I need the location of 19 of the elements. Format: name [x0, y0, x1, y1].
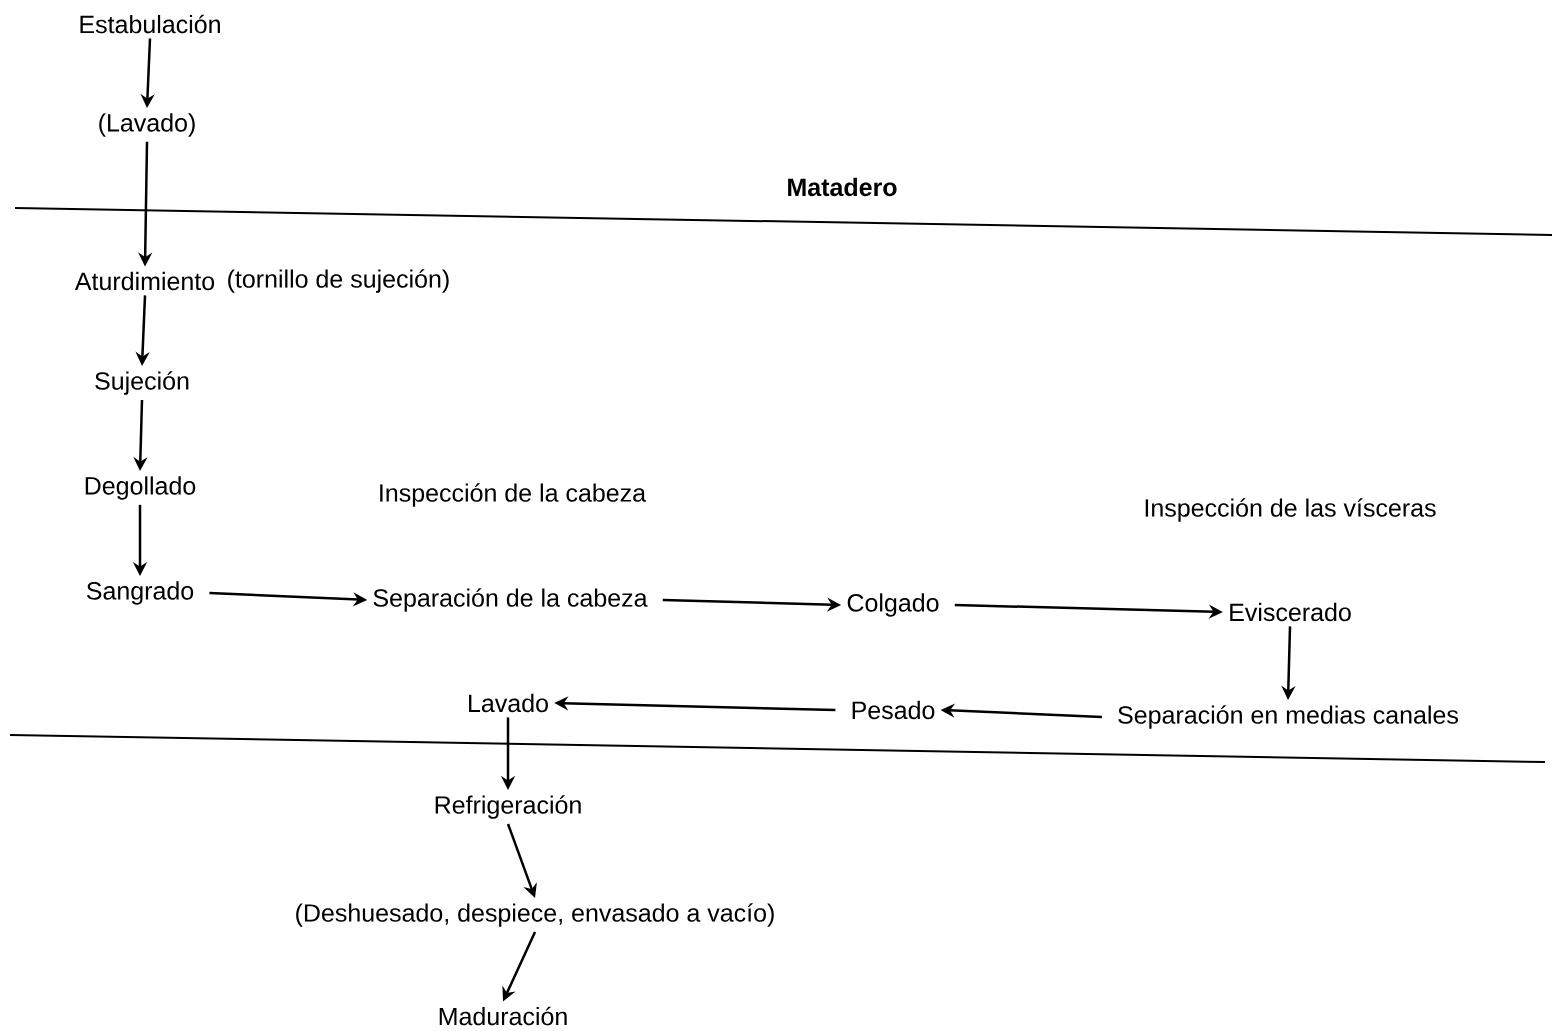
step-text: Maduración — [439, 1006, 567, 1026]
step-text: Refrigeración — [435, 795, 581, 819]
section-label: Inspección de las vísceras — [1145, 498, 1436, 522]
step-text: Estabulación — [80, 14, 220, 34]
step-text: Degollado — [85, 476, 196, 500]
step-text: Colgado — [847, 593, 939, 617]
step-text: Eviscerado — [1230, 602, 1351, 622]
step-text: Sujeción — [95, 371, 189, 395]
step-text: (Deshuesado, despiece, envasado a vacío) — [296, 903, 774, 927]
note-text: (tornillo de sujeción) — [228, 269, 449, 293]
step-text: (Lavado) — [99, 113, 195, 137]
step-text: Pesado — [852, 700, 935, 720]
section-label: Inspección de la cabeza — [380, 483, 647, 507]
step-text: Sangrado — [86, 581, 194, 605]
step-text: Separación en medias canales — [1118, 705, 1458, 729]
section-label: Matadero — [788, 177, 897, 197]
step-text: Aturdimiento — [74, 271, 215, 291]
step-text: Separación de la cabeza — [373, 588, 648, 612]
step-text: Lavado — [469, 693, 548, 713]
